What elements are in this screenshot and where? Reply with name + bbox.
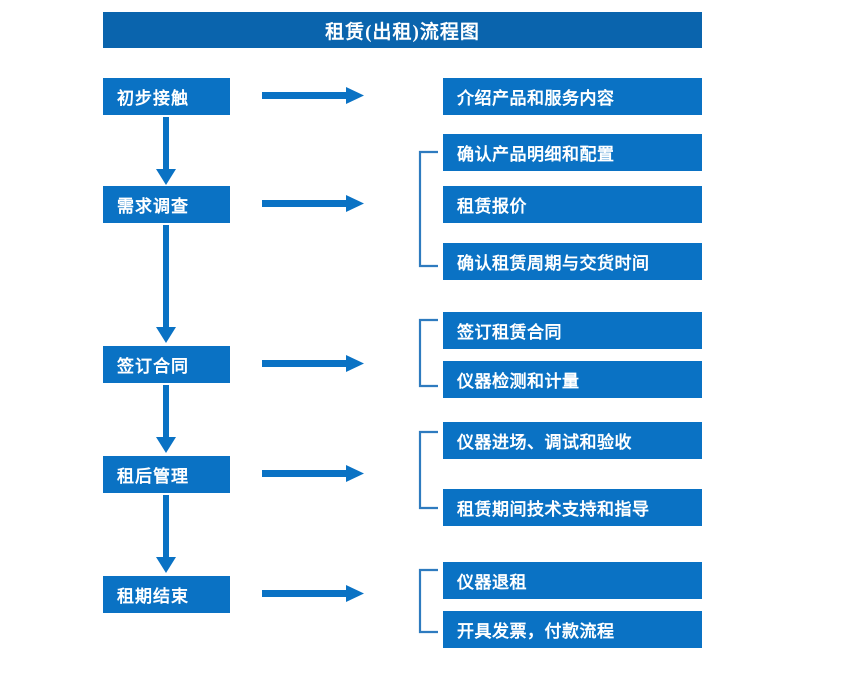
detail-box-invoice-payment[interactable]: 开具发票，付款流程 — [443, 611, 702, 648]
detail-label: 仪器退租 — [457, 573, 527, 592]
stage-box-end-of-rental[interactable]: 租期结束 — [103, 576, 230, 613]
detail-box-confirm-rental-period[interactable]: 确认租赁周期与交货时间 — [443, 243, 702, 280]
horizontal-arrow-3 — [262, 355, 364, 372]
horizontal-arrow-5 — [262, 585, 364, 602]
detail-box-instrument-return[interactable]: 仪器退租 — [443, 562, 702, 599]
stage-label: 需求调查 — [117, 197, 189, 216]
detail-box-technical-support[interactable]: 租赁期间技术支持和指导 — [443, 489, 702, 526]
page-title: 租赁(出租)流程图 — [325, 21, 480, 43]
diagram-title-bar: 租赁(出租)流程图 — [103, 12, 702, 48]
horizontal-arrow-2 — [262, 195, 364, 212]
detail-box-rental-quotation[interactable]: 租赁报价 — [443, 186, 702, 223]
stage-box-requirement-survey[interactable]: 需求调查 — [103, 186, 230, 223]
detail-box-confirm-product-specs[interactable]: 确认产品明细和配置 — [443, 134, 702, 171]
detail-label: 确认产品明细和配置 — [457, 145, 615, 164]
horizontal-arrow-1 — [262, 87, 364, 104]
group-bracket-requirement — [418, 150, 438, 268]
group-bracket-contract — [418, 318, 438, 388]
stage-box-post-rental-management[interactable]: 租后管理 — [103, 456, 230, 493]
detail-box-introduce-products[interactable]: 介绍产品和服务内容 — [443, 78, 702, 115]
detail-label: 确认租赁周期与交货时间 — [457, 254, 650, 273]
detail-label: 开具发票，付款流程 — [457, 622, 615, 641]
stage-label: 签订合同 — [117, 357, 189, 376]
detail-label: 签订租赁合同 — [457, 323, 562, 342]
detail-label: 租赁期间技术支持和指导 — [457, 500, 650, 519]
vertical-arrow-4 — [156, 495, 176, 573]
stage-box-sign-contract[interactable]: 签订合同 — [103, 346, 230, 383]
detail-label: 租赁报价 — [457, 197, 527, 216]
vertical-arrow-2 — [156, 225, 176, 343]
group-bracket-post-rental — [418, 430, 438, 510]
detail-label: 仪器检测和计量 — [457, 372, 580, 391]
stage-label: 初步接触 — [117, 89, 189, 108]
horizontal-arrow-4 — [262, 465, 364, 482]
vertical-arrow-1 — [156, 117, 176, 185]
vertical-arrow-3 — [156, 385, 176, 453]
detail-label: 介绍产品和服务内容 — [457, 89, 615, 108]
detail-box-instrument-installation[interactable]: 仪器进场、调试和验收 — [443, 422, 702, 459]
stage-label: 租后管理 — [117, 467, 189, 486]
detail-box-sign-rental-contract[interactable]: 签订租赁合同 — [443, 312, 702, 349]
stage-box-initial-contact[interactable]: 初步接触 — [103, 78, 230, 115]
detail-box-instrument-inspection[interactable]: 仪器检测和计量 — [443, 361, 702, 398]
detail-label: 仪器进场、调试和验收 — [457, 433, 632, 452]
stage-label: 租期结束 — [117, 587, 189, 606]
group-bracket-end-of-term — [418, 568, 438, 634]
